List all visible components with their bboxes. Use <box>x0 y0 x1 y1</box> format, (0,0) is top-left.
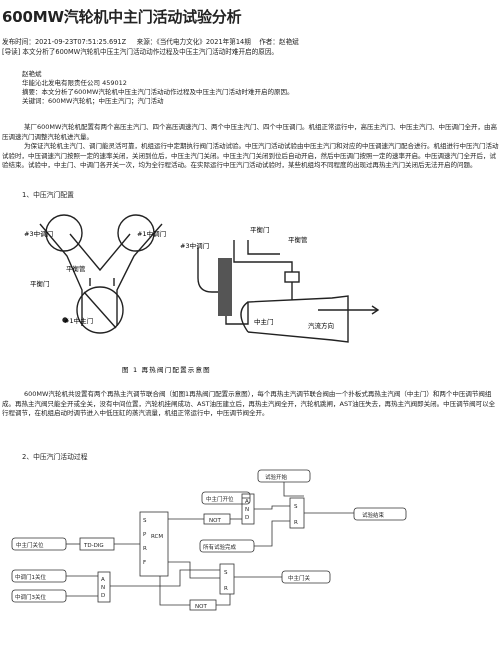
balance-valve-line <box>247 240 280 255</box>
body-curve <box>240 301 249 333</box>
figure-valve-configuration: #3中调门 #1中调门 平衡门 平衡管 #1中主门 #3中调门 平衡门 平衡管 … <box>24 214 380 374</box>
wire-and-sr2 <box>110 569 220 587</box>
source: 来源：《当代电力文化》2021年第14期 <box>136 38 251 46</box>
publish-time: 发布时间：2021-09-23T07:51:25.691Z <box>2 38 127 46</box>
cv3-close-label: 中调门3关位 <box>15 593 46 601</box>
test-end-box <box>353 507 407 521</box>
left-cv3-label: #3中调门 <box>24 229 53 238</box>
test-end-label: 试验结束 <box>362 511 385 519</box>
main-valve-circle <box>76 286 124 334</box>
rcm-f: F <box>143 560 146 566</box>
sr2-s: S <box>224 570 228 576</box>
figure-logic-diagram: 试验开始 中主门开位 NOT A N D S R 试验结束 S P R F RC… <box>11 469 407 611</box>
inlet-pipe <box>197 248 226 293</box>
left-pipe-label: 平衡管 <box>66 264 86 273</box>
balance-valve-box <box>284 271 300 283</box>
td-dig-label: TD-DIG <box>83 543 104 549</box>
test-start-label: 试验开始 <box>265 473 288 481</box>
not1-label: NOT <box>209 518 221 524</box>
right-balance-label: 平衡门 <box>250 225 270 234</box>
and2-a: A <box>101 577 105 583</box>
flow-arrow-head <box>371 305 380 315</box>
article-title: 600MW汽轮机中主门活动试验分析 <box>2 8 242 26</box>
right-pipe-label: 平衡管 <box>288 235 308 244</box>
wire-and-sr <box>254 505 290 510</box>
wire-not2-sr2 <box>216 594 231 606</box>
and2-box <box>97 571 111 603</box>
left-valve-diagram <box>39 214 163 334</box>
right-main-label: 中主门 <box>254 317 274 326</box>
config-paragraph: 600MW汽轮机共设置有两个再热主汽调节联合阀（如图1再热阀门配置示意图），每个… <box>2 390 496 418</box>
author-name: 赵艳斌 <box>22 70 42 78</box>
main-close-label: 中主门关位 <box>16 541 44 549</box>
guide-text: [导读] 本文分析了600MW汽轮机中压主汽门活动动作过程及中压主汽门活动时难开… <box>2 48 279 56</box>
article-meta: 发布时间：2021-09-23T07:51:25.691Z 来源：《当代电力文化… <box>2 36 299 46</box>
cv1-close-label: 中调门1关位 <box>15 573 46 581</box>
cv3-circle <box>45 214 83 252</box>
wire-done-sr <box>254 520 290 547</box>
and1-a: A <box>245 499 249 505</box>
rcm-p: P <box>143 532 147 538</box>
right-cv3-label: #3中调门 <box>180 241 209 250</box>
author: 作者：赵艳斌 <box>259 38 299 46</box>
left-cv1-label: #1中调门 <box>137 229 166 238</box>
left-main-label: #1中主门 <box>64 316 93 325</box>
author-affiliation: 华能沁北发电有限责任公司 459012 <box>22 79 127 87</box>
main-open-label: 中主门开位 <box>206 495 234 503</box>
wire-start <box>283 482 304 497</box>
abstract: 摘要：本文分析了600MW汽轮机中压主汽门活动动作过程及中压主汽门活动时难开启的… <box>22 88 294 96</box>
main-valve-disk <box>83 291 117 329</box>
cv1-circle <box>117 214 155 252</box>
intro-paragraph-2: 为保证汽轮机主汽门、调门能灵活可靠，机组运行中定期执行阀门活动试验。中压汽门活动… <box>2 142 499 170</box>
and1-d: D <box>245 515 249 521</box>
cv3-valve-block <box>218 258 232 316</box>
left-dot <box>62 317 68 323</box>
figure1-caption: 图 1 再热阀门配置示意图 <box>122 365 211 374</box>
rcm-label: RCM <box>151 534 163 540</box>
paragraph-config: 600MW汽轮机共设置有两个再热主汽调节联合阀（如图1再热阀门配置示意图），每个… <box>2 390 500 419</box>
wire-rcm-sr2 <box>168 561 220 579</box>
left-pipe-line <box>39 223 83 326</box>
all-done-label: 所有试验完成 <box>203 543 237 551</box>
intro-paragraphs: 某厂600MW汽轮机配置有两个高压主汽门、四个高压调速汽门、两个中压主汽门、四个… <box>2 123 500 171</box>
sr1-r: R <box>294 520 298 526</box>
and2-d: D <box>101 593 105 599</box>
not2-label: NOT <box>195 604 207 610</box>
right-pipe-line <box>116 223 163 326</box>
sr1-s: S <box>294 504 298 510</box>
center-pipe-line <box>69 233 131 272</box>
valve-body <box>225 260 349 343</box>
keywords: 关键词：600MW汽轮机；中压主汽门；汽门活动 <box>22 97 164 105</box>
author-block: 赵艳斌 华能沁北发电有限责任公司 459012 摘要：本文分析了600MW汽轮机… <box>22 70 293 106</box>
balance-pipe <box>233 240 293 272</box>
section-heading-2: 2、中压汽门活动过程 <box>22 453 88 461</box>
and2-n: N <box>101 585 105 591</box>
rcm-r: R <box>143 546 147 552</box>
intro-paragraph-1: 某厂600MW汽轮机配置有两个高压主汽门、四个高压调速汽门、两个中压主汽门、四个… <box>2 123 497 141</box>
flow-direction-label: 汽流方向 <box>308 321 334 330</box>
section-heading-1: 1、中压汽门配置 <box>22 191 74 199</box>
wire-rcm-not2 <box>159 576 190 606</box>
main-close-out-label: 中主门关 <box>288 574 311 582</box>
sr2-box <box>219 563 235 595</box>
left-balance-label: 平衡门 <box>30 279 50 288</box>
sr2-r: R <box>224 586 228 592</box>
right-valve-diagram <box>197 240 380 343</box>
rcm-s: S <box>143 518 147 524</box>
and1-n: N <box>245 507 249 513</box>
